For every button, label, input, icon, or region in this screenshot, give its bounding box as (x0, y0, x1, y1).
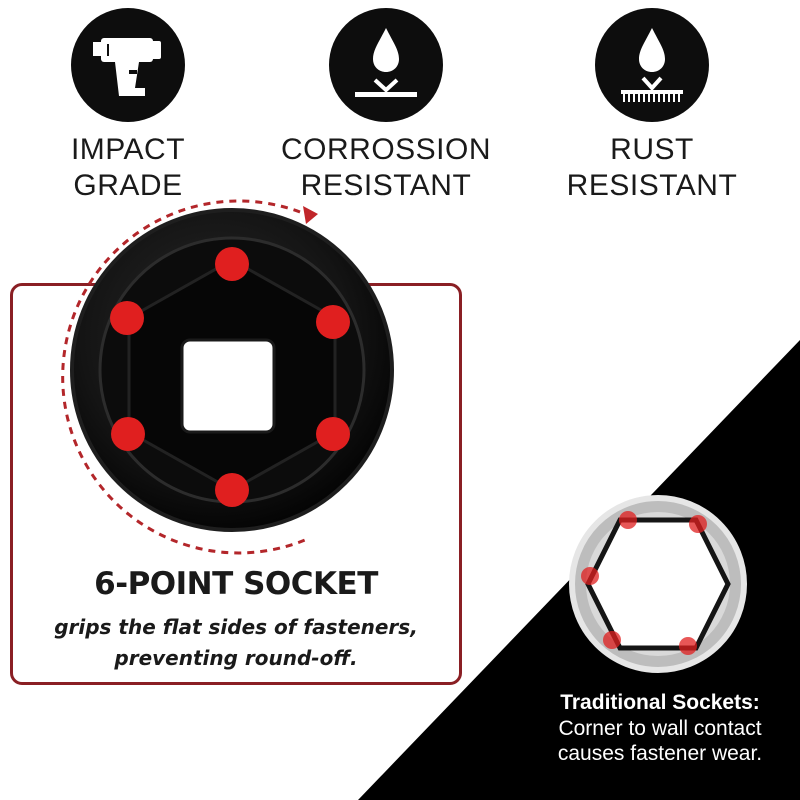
feature-rust-resistant: RUST RESISTANT (532, 8, 772, 204)
water-drop-rust-icon (595, 8, 709, 122)
wear-point (581, 567, 599, 585)
contact-point (111, 417, 145, 451)
socket-description: grips the flat sides of fasteners, preve… (54, 615, 418, 670)
contact-point (110, 301, 144, 335)
wear-point (679, 637, 697, 655)
water-drop-repel-icon (329, 8, 443, 122)
rotation-arc (61, 199, 306, 555)
feature-label: IMPACT GRADE (70, 133, 186, 202)
wear-point (689, 515, 707, 533)
socket-title: 6-POINT SOCKET (94, 566, 378, 602)
wear-point (603, 631, 621, 649)
contact-point (316, 305, 350, 339)
six-point-socket-illustration (61, 199, 394, 555)
feature-label: CORROSSION RESISTANT (280, 133, 492, 202)
contact-point (316, 417, 350, 451)
feature-corrosion-resistant: CORROSSION RESISTANT (266, 8, 506, 204)
impact-wrench-icon (71, 8, 185, 122)
traditional-title: Traditional Sockets: (560, 691, 760, 714)
traditional-socket-illustration (569, 495, 747, 673)
wear-point (619, 511, 637, 529)
feature-label: RUST RESISTANT (566, 133, 738, 202)
feature-impact-grade: IMPACT GRADE (8, 8, 248, 204)
contact-point (215, 473, 249, 507)
traditional-description: Corner to wall contact causes fastener w… (557, 717, 763, 765)
rotation-arrow-icon (303, 206, 318, 224)
contact-point (215, 247, 249, 281)
